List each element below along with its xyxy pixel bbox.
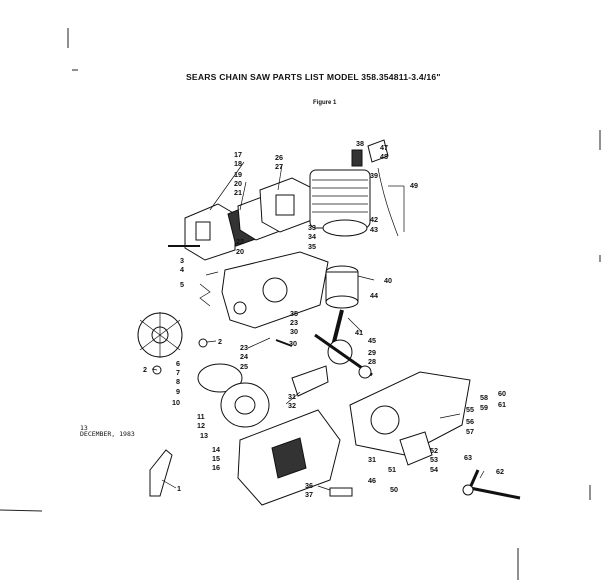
callout: 31 [368, 455, 376, 464]
callout: 23 [290, 318, 298, 327]
scan-mark [0, 509, 43, 512]
callout: 17 [234, 150, 242, 159]
figure-label: Figure 1 [313, 100, 337, 106]
ignition-lead [377, 167, 399, 237]
callout: 12 [197, 421, 205, 430]
callout: 10 [172, 398, 180, 407]
callout: 21 [234, 188, 242, 197]
callout: 30 [290, 327, 298, 336]
callout: 15 [212, 454, 220, 463]
callout: 55 [466, 405, 474, 414]
callout: 30 [289, 339, 297, 348]
callout: 47 [380, 143, 388, 152]
callout: 42 [370, 215, 378, 224]
callout: 63 [464, 453, 472, 462]
callout: 44 [370, 291, 378, 300]
callout: 6 [176, 359, 180, 368]
callout: 28 [368, 357, 376, 366]
leader-lines [151, 161, 485, 491]
callout: 2 [143, 365, 147, 374]
callout: 35 [290, 309, 298, 318]
callout: 53 [430, 455, 438, 464]
callout: 13 [200, 431, 208, 440]
callout: 3 [180, 256, 184, 265]
callout: 31 [288, 392, 296, 401]
callout: 38 [356, 139, 364, 148]
callout: 58 [480, 393, 488, 402]
callout: 62 [496, 467, 504, 476]
callout: 2 [218, 337, 222, 346]
date-text: DECEMBER, 1983 [80, 430, 135, 438]
callout: 26 [275, 153, 283, 162]
flywheel [137, 312, 183, 358]
callout: 34 [308, 232, 316, 241]
callout: 20 [234, 179, 242, 188]
callout: 19 [234, 170, 242, 179]
callout: 36 [305, 481, 313, 490]
starter-handle [291, 365, 329, 397]
chain-wrench [462, 469, 521, 500]
callout: 57 [466, 427, 474, 436]
callout: 25 [240, 362, 248, 371]
callout: 24 [240, 352, 248, 361]
callout: 37 [305, 490, 313, 499]
callout: 56 [466, 417, 474, 426]
callout: 35 [308, 242, 316, 251]
callout: 52 [430, 446, 438, 455]
washer [198, 338, 208, 348]
bearing [358, 365, 372, 379]
bolt [205, 271, 219, 276]
callout: 9 [176, 387, 180, 396]
piston [325, 265, 359, 309]
callout: 50 [390, 485, 398, 494]
callout: 11 [197, 412, 205, 421]
callout: 4 [180, 265, 184, 274]
callout: 43 [370, 225, 378, 234]
page-title: SEARS CHAIN SAW PARTS LIST MODEL 358.354… [186, 72, 441, 82]
callout: 16 [212, 463, 220, 472]
crankcase [221, 251, 329, 329]
callout: 46 [368, 476, 376, 485]
callout: 14 [212, 445, 220, 454]
spark-plug [351, 139, 389, 167]
crankshaft [314, 309, 373, 377]
callout: 40 [384, 276, 392, 285]
callout: 5 [180, 280, 184, 289]
callout: 59 [480, 403, 488, 412]
callout: 33 [308, 223, 316, 232]
grease-tube [149, 449, 173, 497]
date-note: 13 DECEMBER, 1983 [80, 424, 135, 438]
air-filter-group [184, 177, 313, 261]
starter-housing [237, 409, 341, 506]
callout: 61 [498, 400, 506, 409]
callout: 23 [240, 343, 248, 352]
callout: 1 [177, 484, 181, 493]
callout: 22 [236, 237, 244, 246]
callout: 7 [176, 368, 180, 377]
callout-labels: 1 2 2 3 4 5 6 7 8 9 10 11 12 13 14 15 16… [143, 139, 506, 499]
page-number: 13 [80, 424, 88, 432]
callout: 48 [380, 152, 388, 161]
cylinder [309, 169, 371, 237]
callout: 27 [275, 162, 283, 171]
crankcase-right-half [349, 371, 471, 466]
callout: 51 [388, 465, 396, 474]
callout: 41 [355, 328, 363, 337]
bar-stud [329, 487, 353, 497]
callout: 49 [410, 181, 418, 190]
bolt [275, 339, 293, 347]
callout: 60 [498, 389, 506, 398]
callout: 39 [370, 171, 378, 180]
callout: 8 [176, 377, 180, 386]
callout: 29 [368, 348, 376, 357]
spring [199, 283, 211, 307]
callout: 32 [288, 401, 296, 410]
starter-assembly [197, 363, 270, 428]
callout: 20 [236, 247, 244, 256]
callout: 54 [430, 465, 438, 474]
callout: 18 [234, 159, 242, 168]
callout: 45 [368, 336, 376, 345]
